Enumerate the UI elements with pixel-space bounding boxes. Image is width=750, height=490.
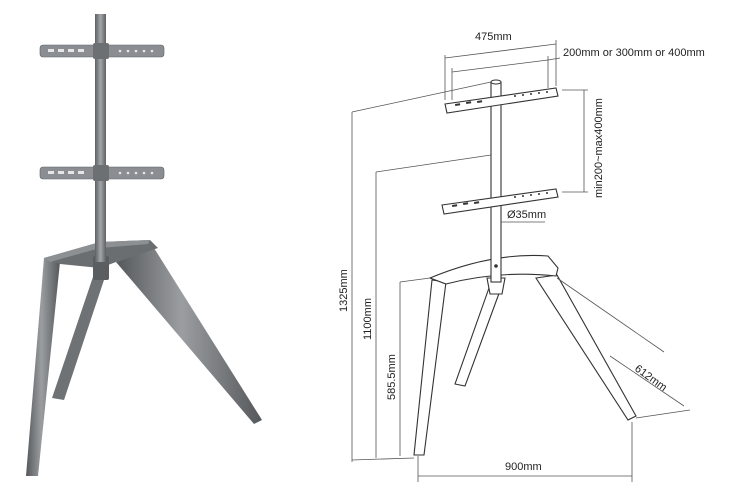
drawing-left-leg	[413, 279, 447, 456]
upper-bracket	[39, 43, 165, 59]
right-leg	[116, 248, 262, 424]
vesa-pitch-label: 200mm or 300mm or 400mm	[563, 47, 705, 59]
base-depth-label: 612mm	[632, 363, 669, 394]
back-leg	[52, 268, 108, 400]
drawing-lower-bracket	[441, 188, 559, 215]
total-height-label: 1325mm	[338, 269, 350, 312]
bracket-spacing-label: min200~max400mm	[593, 98, 605, 198]
leg-junction-height-label: 585.5mm	[386, 354, 398, 400]
dimension-labels: 475mm 200mm or 300mm or 400mm min200~max…	[338, 31, 705, 473]
drawing-pole	[490, 81, 502, 283]
drawing-back-leg	[454, 287, 502, 387]
vesa-width-label: 475mm	[475, 31, 512, 43]
drawing-upper-bracket	[444, 87, 559, 114]
pole	[95, 14, 106, 262]
left-leg	[26, 258, 60, 476]
stand-line-drawing	[413, 79, 637, 456]
lower-bracket-height-label: 1100mm	[362, 298, 374, 340]
pole-diameter-label: Ø35mm	[507, 209, 546, 221]
drawing-right-leg	[535, 274, 637, 421]
stand-photo	[26, 14, 262, 476]
lower-bracket	[39, 165, 165, 181]
dimension-lines	[351, 40, 691, 482]
base-width-label: 900mm	[505, 461, 542, 473]
